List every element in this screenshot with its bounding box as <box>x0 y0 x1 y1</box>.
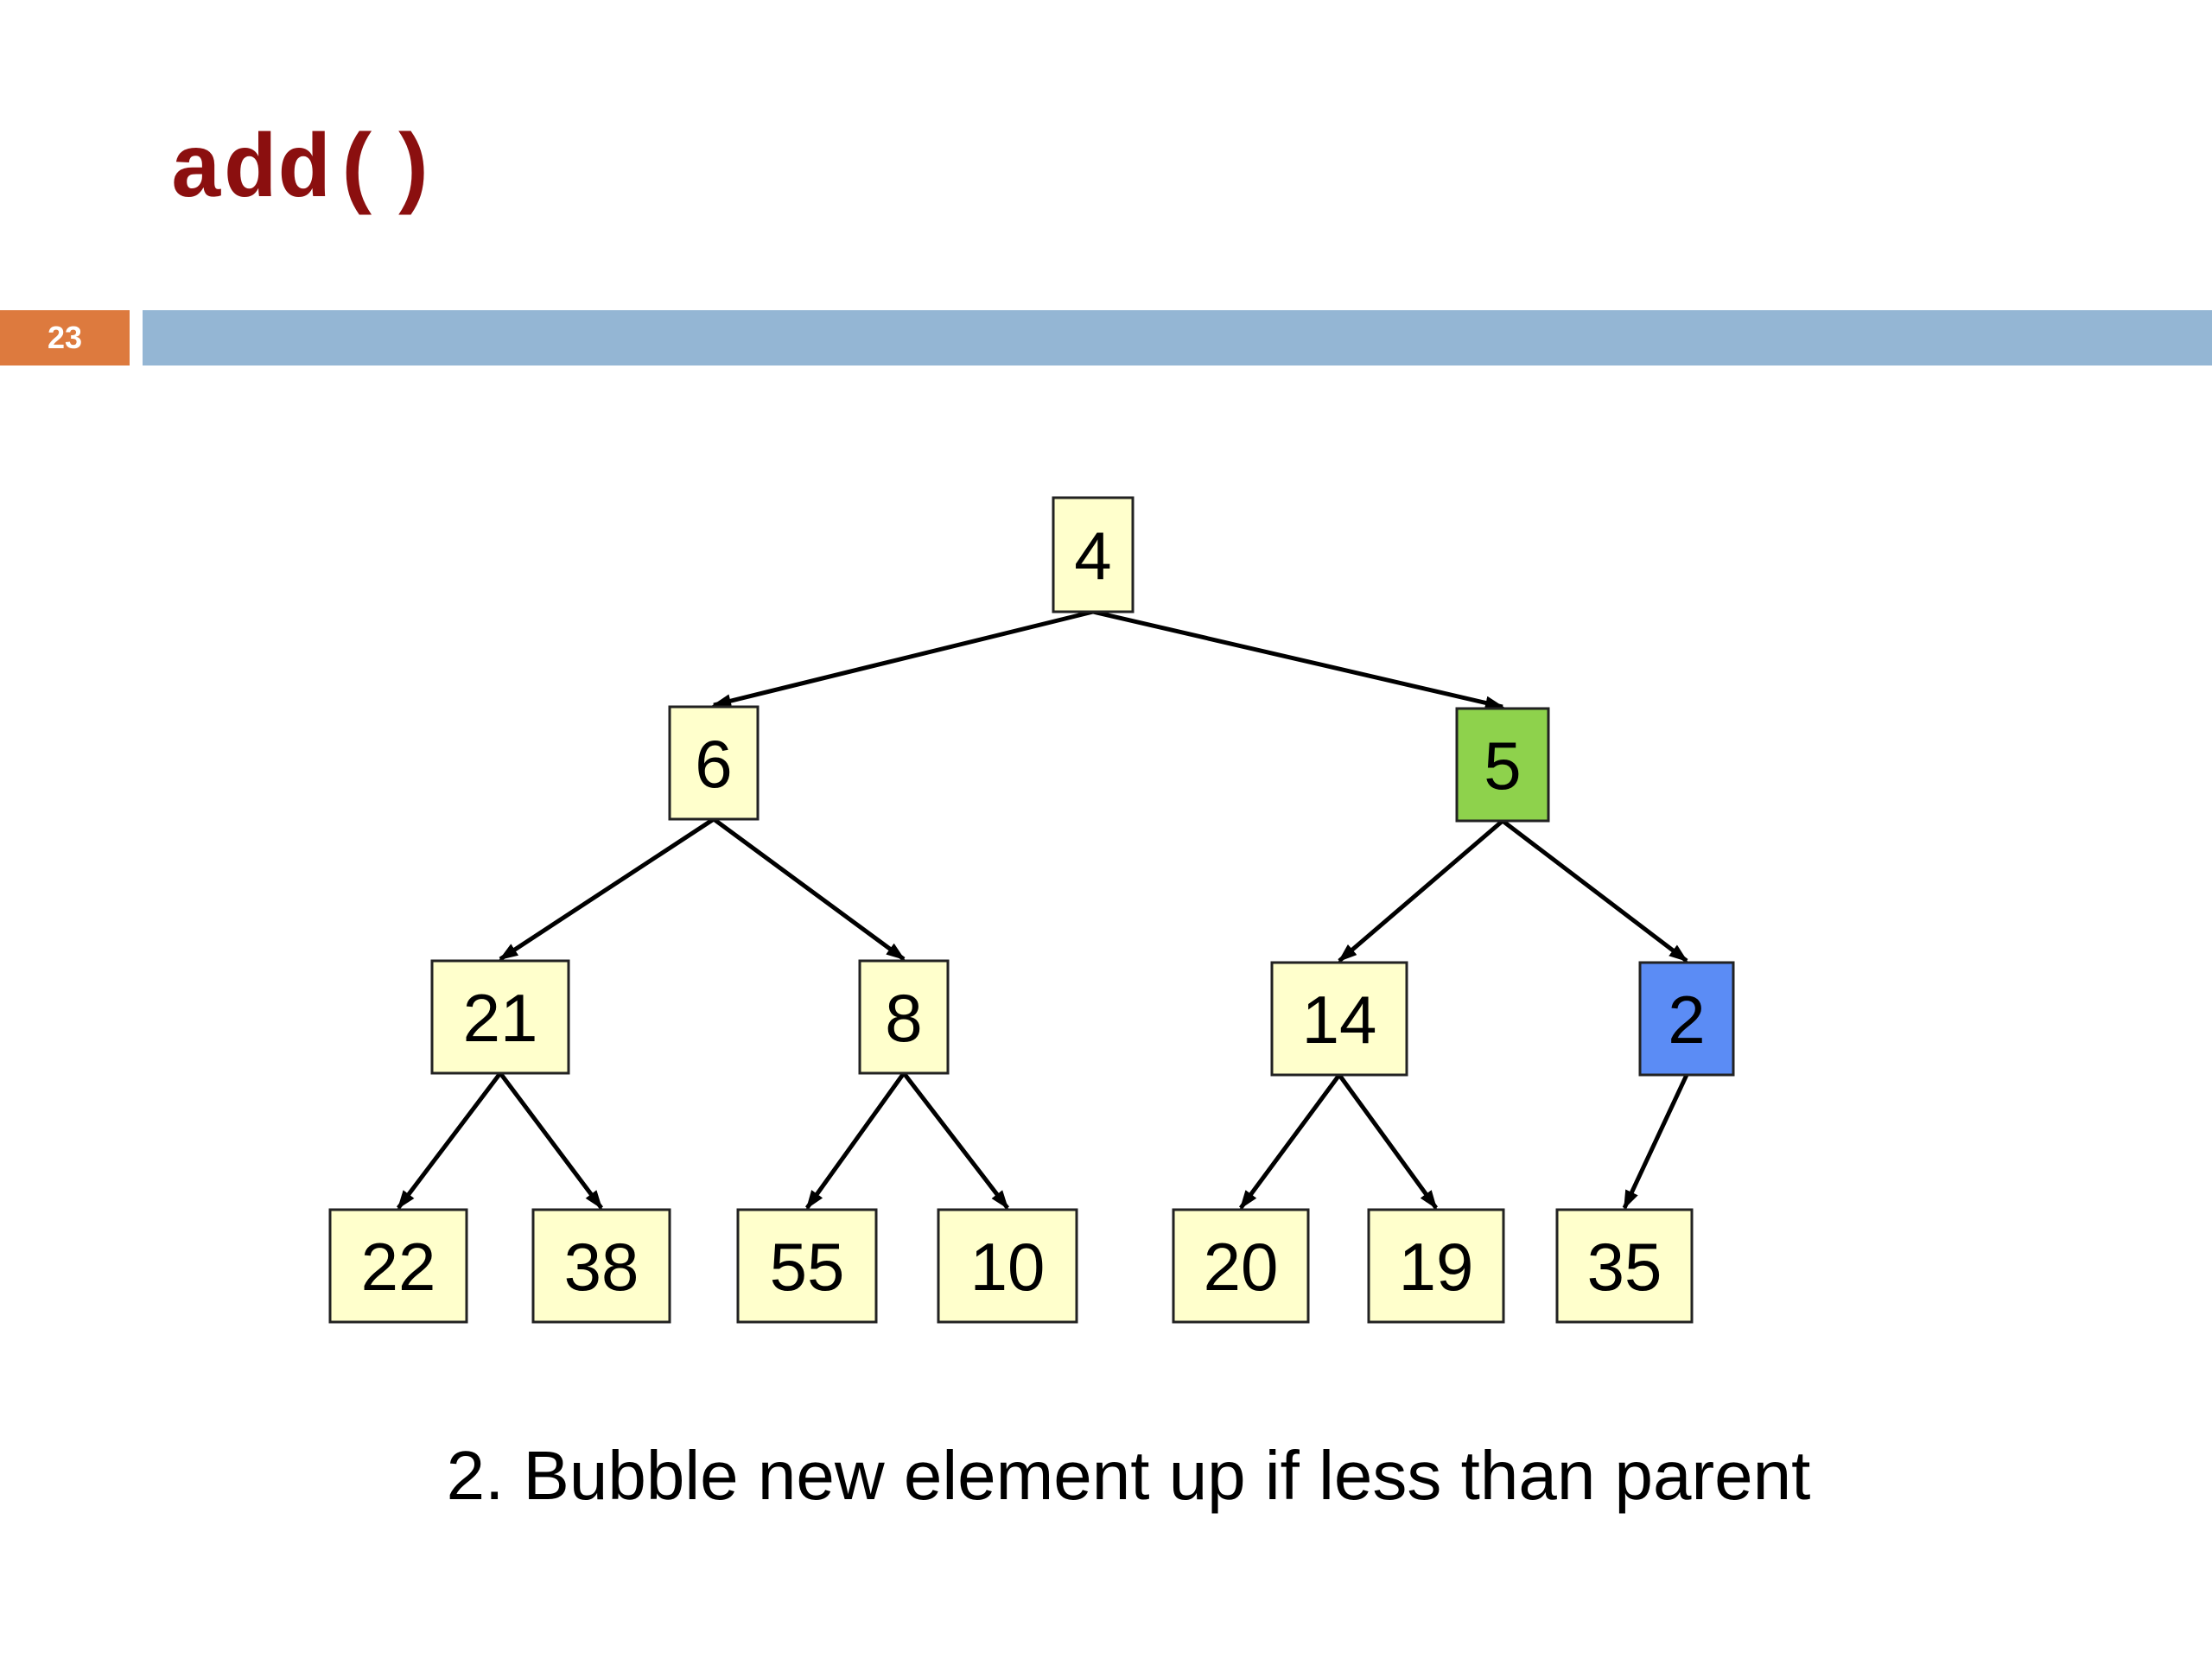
slide-caption: 2. Bubble new element up if less than pa… <box>446 1437 1811 1514</box>
edge-n6-n21 <box>499 817 715 962</box>
tree-node-box <box>1638 961 1735 1077</box>
tree-node-label: 2 <box>1668 982 1705 1058</box>
edge-n5-n14 <box>1338 819 1504 963</box>
tree-node-label: 22 <box>361 1229 436 1305</box>
tree-node-label: 20 <box>1204 1229 1279 1305</box>
tree-node-6: 6 <box>668 705 760 821</box>
tree-node-box <box>1555 1208 1694 1324</box>
tree-node-21: 21 <box>430 959 570 1075</box>
edge-n8-n55 <box>804 1071 906 1210</box>
tree-node-35: 35 <box>1555 1208 1694 1324</box>
tree-edges <box>397 609 1689 1210</box>
edge-n14-n20 <box>1238 1073 1342 1210</box>
tree-node-label: 14 <box>1302 982 1377 1058</box>
slide-title: add() <box>169 122 440 224</box>
tree-node-box <box>1367 1208 1505 1324</box>
tree-node-20: 20 <box>1172 1208 1310 1324</box>
header-bar <box>143 310 2212 365</box>
tree-node-19: 19 <box>1367 1208 1505 1324</box>
tree-node-box <box>736 1208 878 1324</box>
tree-node-4: 4 <box>1052 496 1135 613</box>
tree-node-box <box>858 959 950 1075</box>
tree-node-label: 55 <box>770 1229 845 1305</box>
edge-n14-n19 <box>1337 1073 1439 1210</box>
tree-node-10: 10 <box>937 1208 1078 1324</box>
edge-n2-n35 <box>1622 1073 1689 1210</box>
edge-n6-n8 <box>712 817 906 962</box>
slide-number-badge: 23 <box>0 310 130 365</box>
tree-node-label: 4 <box>1074 518 1111 594</box>
tree-node-2: 2 <box>1638 961 1735 1077</box>
edge-n21-n38 <box>499 1071 603 1210</box>
edge-n4-n6 <box>712 609 1094 708</box>
tree-node-22: 22 <box>328 1208 468 1324</box>
tree-node-box <box>668 705 760 821</box>
tree-node-label: 38 <box>564 1229 639 1305</box>
tree-node-box <box>1172 1208 1310 1324</box>
tree-node-8: 8 <box>858 959 950 1075</box>
tree-node-label: 8 <box>885 980 922 1056</box>
tree-node-box <box>1270 961 1408 1077</box>
tree-node-label: 19 <box>1399 1229 1474 1305</box>
edge-n5-n2 <box>1501 819 1688 963</box>
edge-n4-n5 <box>1092 609 1504 710</box>
tree-node-box <box>531 1208 671 1324</box>
tree-node-label: 6 <box>695 726 732 802</box>
tree-node-box <box>1455 707 1550 823</box>
tree-node-55: 55 <box>736 1208 878 1324</box>
tree-node-label: 10 <box>970 1229 1046 1305</box>
tree-node-box <box>430 959 570 1075</box>
tree-node-38: 38 <box>531 1208 671 1324</box>
tree-node-box <box>328 1208 468 1324</box>
tree-node-box <box>1052 496 1135 613</box>
tree-node-14: 14 <box>1270 961 1408 1077</box>
tree-node-label: 21 <box>463 980 538 1056</box>
tree-node-box <box>937 1208 1078 1324</box>
edge-n8-n10 <box>902 1071 1009 1210</box>
edge-n21-n22 <box>397 1071 502 1210</box>
tree-node-5: 5 <box>1455 707 1550 823</box>
tree-node-label: 35 <box>1587 1229 1662 1305</box>
tree-node-label: 5 <box>1484 728 1521 804</box>
